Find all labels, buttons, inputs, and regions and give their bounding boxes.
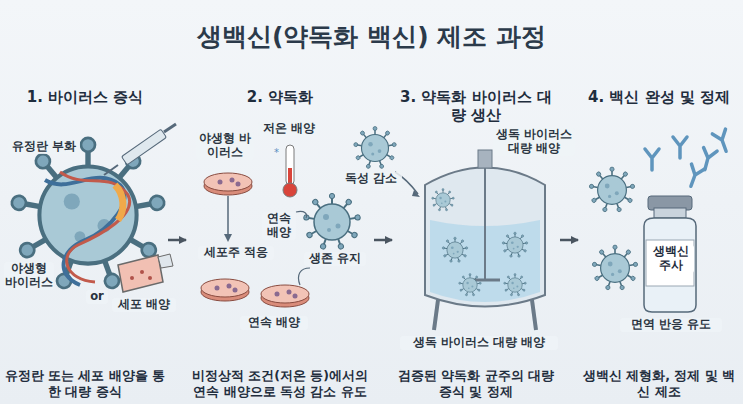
bioreactor-part	[442, 237, 468, 262]
antibodies-part	[698, 147, 717, 171]
antibodies-part	[712, 129, 732, 154]
thermometer: *	[274, 145, 297, 197]
step-caption: 생백신 제형화, 정제 및 백신 제조	[580, 368, 738, 401]
vaccine-viruses-part	[592, 245, 638, 290]
bioreactor-part	[504, 274, 527, 297]
attenuated-virus	[296, 127, 420, 285]
antibodies-part	[645, 149, 659, 170]
flow-arrow	[374, 239, 392, 242]
step-column: 4. 백신 완성 및 정제생백신 제형화, 정제 및 백신 제조	[580, 88, 738, 400]
vaccine-vial-part	[646, 240, 694, 286]
vial-label: 생백신 주사	[648, 245, 694, 273]
thermometer-part	[283, 183, 297, 197]
syringe-part	[121, 129, 166, 165]
bioreactor-part	[459, 274, 482, 297]
cell-flask-part	[158, 254, 173, 268]
step-heading: 1. 바이러스 증식	[4, 88, 166, 106]
bioreactor-part	[484, 168, 486, 280]
vaccine-viruses-part	[589, 167, 635, 212]
bioreactor-part	[502, 232, 528, 257]
callout-label: 세포 배양	[112, 298, 176, 312]
petri-dishes-part	[261, 285, 309, 307]
callout-label: 세포주 적응	[198, 246, 274, 260]
syringe-part	[164, 124, 176, 132]
cell-flask-part	[130, 276, 134, 280]
flow-arrow	[560, 239, 578, 242]
flow-arrow	[168, 239, 186, 242]
callout-label: 연속 배양	[240, 316, 308, 330]
petri-dishes-part	[224, 234, 232, 242]
step-heading: 3. 약독화 바이러스 대량 생산	[394, 88, 558, 124]
wild-virus-large-part	[45, 178, 125, 285]
antibodies	[645, 129, 733, 189]
cell-flask-part	[148, 276, 152, 280]
bioreactor	[425, 150, 545, 330]
callout-label: 면역 반응 유도	[620, 318, 722, 332]
attenuated-virus-part	[354, 127, 397, 169]
attenuated-virus-part	[303, 193, 360, 249]
step-caption: 비정상적 조건(저온 등)에서의 연속 배양으로 독성 감소 유도	[188, 368, 372, 401]
attenuated-virus-part	[412, 190, 420, 197]
cell-flask	[118, 254, 173, 292]
cell-flask-part	[140, 270, 144, 274]
callout-label: 독성 감소	[340, 172, 402, 186]
step-caption: 검증된 약독화 균주의 대량 증식 및 정제	[394, 368, 558, 401]
cell-flask-part	[118, 255, 163, 292]
antibodies-part	[684, 164, 704, 189]
step-caption: 유정란 또는 세포 배양을 통한 대량 증식	[4, 368, 166, 401]
petri-dishes-part	[204, 173, 252, 195]
wild-virus-large-part	[115, 185, 123, 220]
callout-label: 생독 바이러스 대량 배양	[400, 336, 558, 350]
attenuated-virus-part	[296, 211, 307, 218]
step-heading: 2. 약독화	[188, 88, 372, 106]
vaccine-viruses	[589, 167, 638, 290]
antibodies-part	[673, 137, 687, 158]
snow-mark: *	[274, 147, 279, 158]
bioreactor-part	[432, 189, 455, 212]
callout-label: 유정란 부화	[8, 140, 80, 154]
petri-dishes	[201, 173, 309, 307]
diagram-title: 생백신(약독화 백신) 제조 과정	[0, 20, 743, 53]
step-heading: 4. 백신 완성 및 정제	[580, 88, 738, 106]
syringe-part	[104, 165, 118, 175]
petri-dishes-part	[227, 196, 229, 240]
callout-label: 야생형 바이러스	[196, 132, 254, 160]
callout-label: 저온 배양	[258, 122, 320, 136]
callout-label: 야생형 바이러스	[4, 262, 54, 290]
vaccine-vial-part	[654, 208, 686, 218]
petri-dishes-part	[201, 279, 249, 301]
callout-label: 생존 유지	[304, 252, 366, 266]
bioreactor-part	[478, 150, 492, 168]
attenuated-virus-part	[298, 268, 310, 285]
bioreactor-part	[434, 300, 438, 330]
vaccine-vial-part	[644, 218, 696, 312]
syringe	[104, 124, 176, 175]
callout-label: 생독 바이러스 대량 배양	[493, 128, 575, 156]
bioreactor-part	[425, 168, 545, 307]
vaccine-vial	[644, 196, 696, 312]
callout-label: 연속 배양	[262, 212, 296, 240]
or-text: or	[86, 290, 108, 304]
bioreactor-part	[532, 300, 536, 330]
step-column: 1. 바이러스 증식유정란 또는 세포 배양을 통한 대량 증식	[4, 88, 166, 400]
